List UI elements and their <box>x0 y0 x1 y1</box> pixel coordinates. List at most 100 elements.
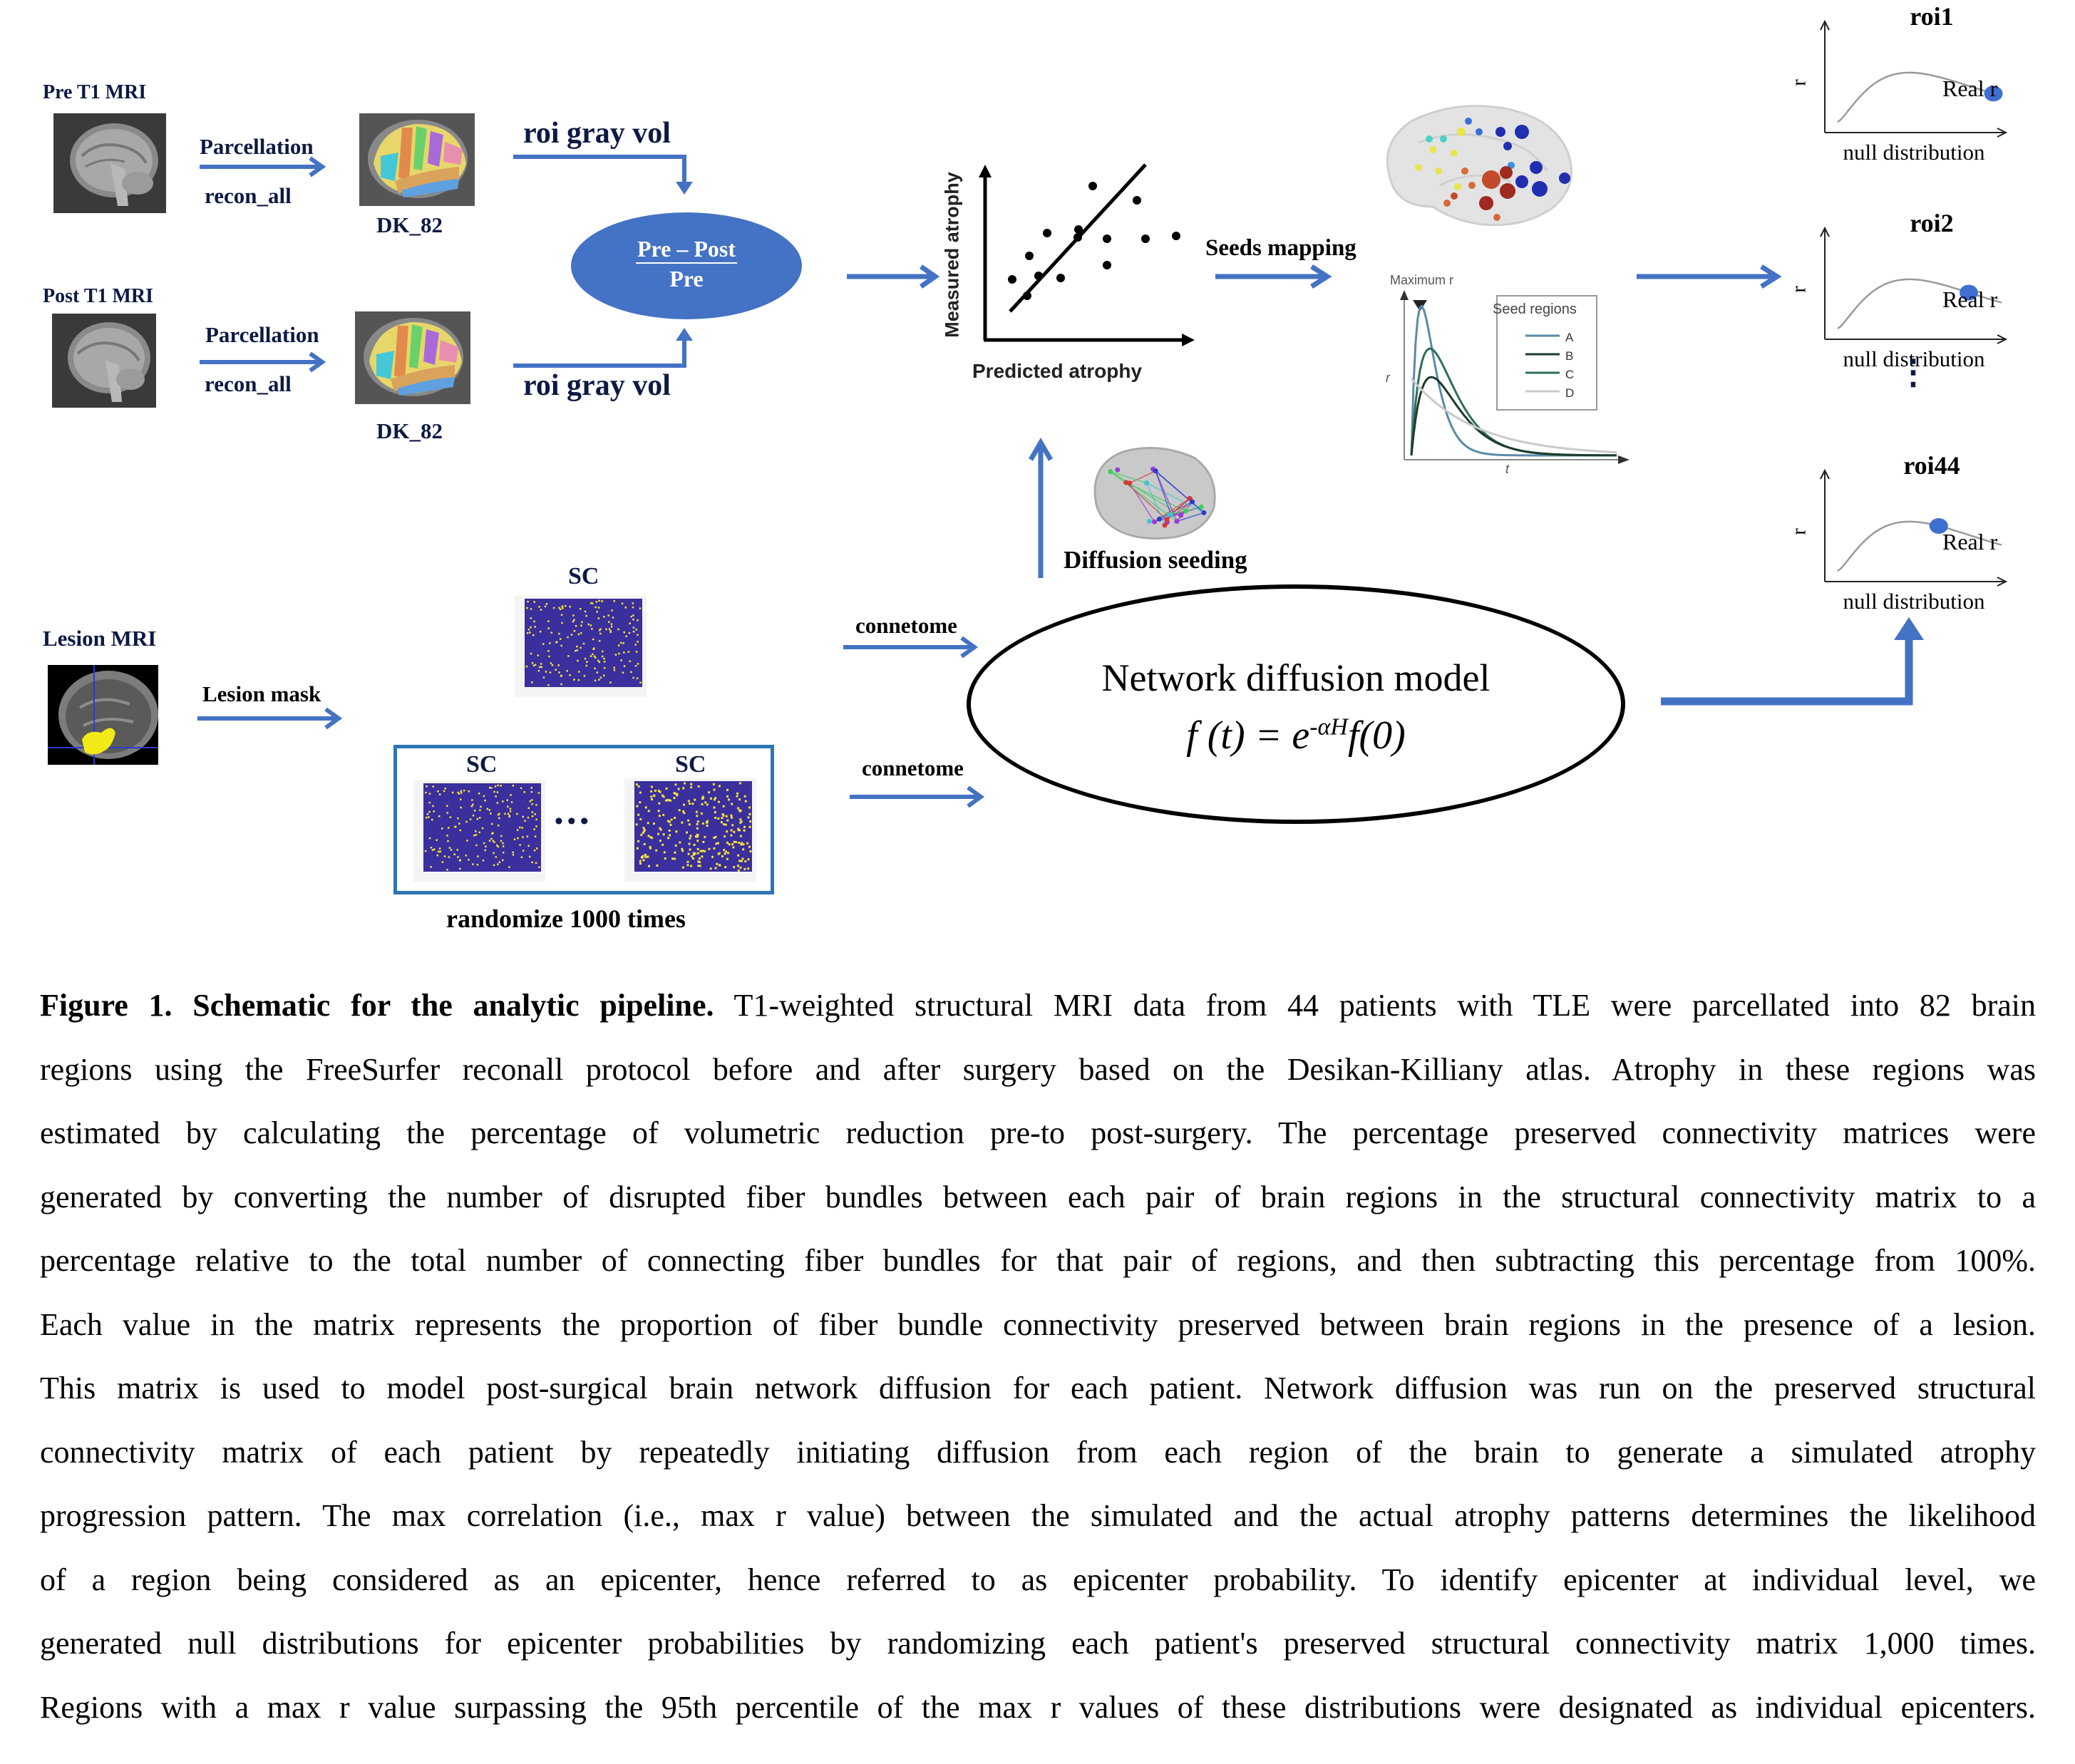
matrix-cell <box>432 785 434 788</box>
matrix-cell <box>669 834 671 837</box>
matrix-cell <box>623 651 625 654</box>
matrix-cell <box>592 638 594 641</box>
matrix-cell <box>706 821 709 824</box>
matrix-cell <box>741 857 744 860</box>
randomize-box <box>393 745 774 894</box>
legend-label-c: C <box>1565 368 1575 381</box>
matrix-cell <box>618 652 620 655</box>
matrix-cell <box>715 842 718 845</box>
post-roi-to-formula-arrow <box>513 328 693 368</box>
matrix-cell <box>580 624 582 626</box>
caption-text: This matrix is used to model post-surgic… <box>40 1371 2036 1405</box>
null-distribution-curve <box>1837 520 2002 572</box>
matrix-cell <box>691 803 694 805</box>
matrix-cell <box>454 825 456 828</box>
matrix-cell <box>662 795 665 798</box>
matrix-cell <box>687 852 690 855</box>
matrix-cell <box>738 809 741 812</box>
matrix-cell <box>746 842 749 845</box>
matrix-cell <box>649 847 652 850</box>
matrix-cell <box>584 657 587 660</box>
matrix-cell <box>594 679 597 682</box>
matrix-cell <box>634 644 637 646</box>
matrix-cell <box>640 856 643 858</box>
matrix-cell <box>493 790 495 793</box>
matrix-cell <box>587 623 589 626</box>
matrix-cell <box>725 850 728 853</box>
matrix-cell <box>460 792 463 794</box>
network-node <box>1164 517 1170 522</box>
matrix-cell <box>502 842 504 845</box>
matrix-cell <box>639 791 642 794</box>
real-r-marker <box>1960 284 1978 301</box>
matrix-cell <box>718 864 721 867</box>
matrix-cell <box>701 803 704 805</box>
matrix-cell <box>739 818 742 821</box>
curve-seed-d <box>1410 378 1617 454</box>
matrix-cell <box>637 840 640 842</box>
matrix-cell <box>529 855 531 858</box>
matrix-cell <box>658 802 661 805</box>
matrix-cell <box>681 821 684 824</box>
matrix-cell <box>490 837 493 840</box>
matrix-cell <box>567 655 570 657</box>
matrix-cell <box>690 865 693 867</box>
matrix-cell <box>560 614 563 616</box>
matrix-cell <box>747 858 750 861</box>
matrix-cell <box>550 631 553 634</box>
matrix-cell <box>686 831 688 834</box>
matrix-cell <box>684 782 686 785</box>
matrix-cell <box>622 671 624 674</box>
matrix-cell <box>596 611 598 613</box>
matrix-cell <box>595 601 598 603</box>
matrix-cell <box>681 847 684 850</box>
matrix-cell <box>635 823 638 826</box>
equation-lhs: f (t) = e <box>1186 713 1310 758</box>
matrix-cell <box>531 815 534 817</box>
matrix-cell <box>441 861 444 863</box>
matrix-cell <box>438 815 441 817</box>
matrix-cell <box>535 804 537 806</box>
matrix-cell <box>726 830 728 833</box>
curves-x-arrowhead <box>1618 455 1629 464</box>
scatter-point <box>1025 252 1034 260</box>
lesion-mri-label: Lesion MRI <box>43 626 157 651</box>
matrix-cell <box>694 852 696 855</box>
lesion-mri-image <box>48 665 158 765</box>
seed-region-dot <box>1493 214 1500 221</box>
matrix-cell <box>443 790 446 793</box>
matrix-cell <box>609 630 612 632</box>
matrix-cell <box>530 652 532 655</box>
pre-parcellation-arrow <box>200 156 326 177</box>
to-roi-panels-arrow <box>1637 264 1782 289</box>
matrix-cell <box>651 837 654 840</box>
matrix-cell <box>446 812 448 814</box>
matrix-cell <box>527 816 530 819</box>
matrix-cell <box>549 642 551 644</box>
matrix-cell <box>437 850 440 853</box>
matrix-cell <box>457 817 459 820</box>
matrix-cell <box>637 619 639 621</box>
matrix-cell <box>428 810 431 813</box>
null-distribution-plot <box>1820 468 2008 587</box>
matrix-cell <box>470 805 473 808</box>
roi-ylabel: r <box>1788 528 1811 535</box>
matrix-cell <box>603 674 605 677</box>
matrix-cell <box>713 798 716 801</box>
matrix-cell <box>701 855 704 858</box>
matrix-cell <box>447 840 449 842</box>
matrix-cell <box>625 635 627 637</box>
seed-region-dot <box>1451 192 1458 200</box>
matrix-cell <box>706 820 709 822</box>
matrix-cell <box>542 643 545 645</box>
caption-text: percentage relative to the total number … <box>40 1243 2036 1278</box>
matrix-cell <box>686 860 689 863</box>
matrix-cell <box>737 865 739 867</box>
scatter-point <box>1034 272 1043 280</box>
matrix-cell <box>456 849 458 851</box>
matrix-cell <box>497 784 499 787</box>
matrix-cell <box>484 799 486 802</box>
matrix-cell <box>629 660 631 662</box>
network-edge <box>1110 470 1147 484</box>
post-roi-gray-vol-label: roi gray vol <box>523 369 671 402</box>
